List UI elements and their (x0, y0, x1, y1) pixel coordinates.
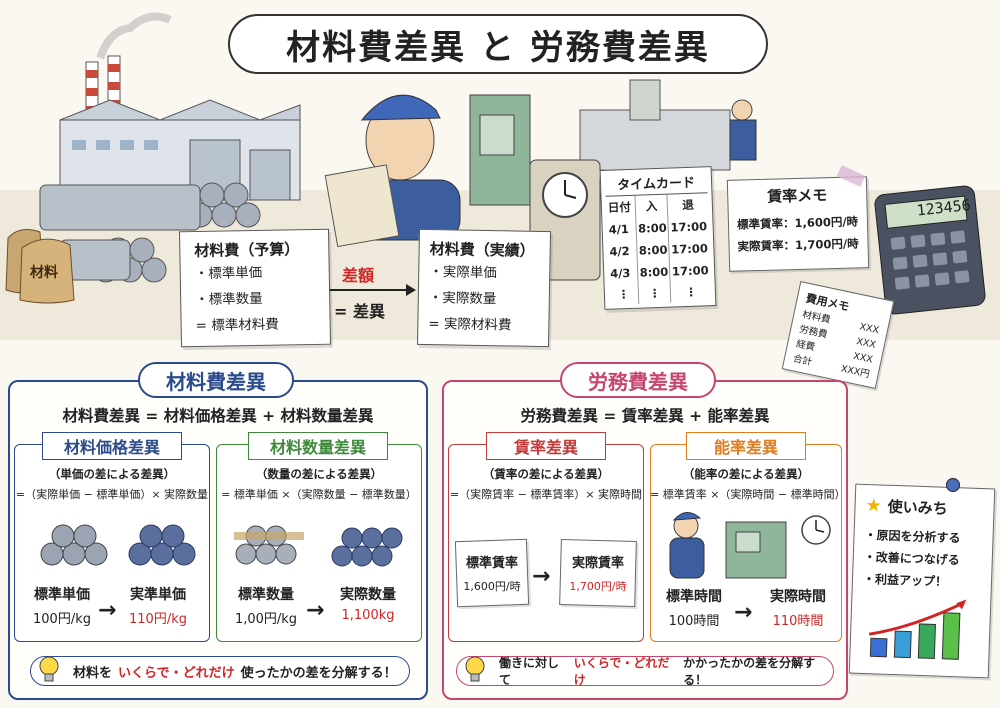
material-quantity-std-value: 1,00円/kg (234, 612, 298, 627)
timecard-cell: 8:00 (636, 216, 669, 240)
budget-item: = 標準材料費 (195, 316, 279, 335)
budget-item: ・標準単価 (194, 264, 263, 283)
material-tip: 材料を いくらで・どれだけ 使ったかの差を分解する！ (30, 656, 410, 686)
material-price-formula: =（実際単価 − 標準単価）× 実際数量 (15, 488, 209, 501)
labor-rate-act-label: 実際賃率 (571, 556, 624, 571)
material-tip-pre: 材料を (73, 665, 113, 681)
timecard-cell: 17:00 (671, 263, 709, 279)
labor-rate-title: 賃率差異 (486, 432, 606, 460)
material-quantity-act-label: 実際数量 (340, 587, 396, 603)
labor-tip-highlight: いくらで・どれだけ (573, 656, 670, 687)
material-tip-post: 使ったかの差を分解する！ (240, 665, 397, 681)
actual-card-title: 材料費（実績） (429, 240, 535, 260)
labor-rate-subtitle: （賃率の差による差異） (482, 467, 610, 481)
rate-memo-title: 賃率メモ (767, 186, 828, 206)
timecard-cell: 8:00 (636, 238, 670, 262)
worker-machine-icon (669, 512, 831, 579)
labor-tip-pre: 働きに対して (499, 656, 560, 687)
labor-section-title: 労務費差異 (560, 362, 716, 398)
timecard-cell: 4/2 (607, 239, 638, 263)
rate-memo-line: 実際賃率：1,700円/時 (737, 236, 859, 254)
pushpin-icon (946, 478, 960, 492)
timecard-cell: 17:00 (671, 241, 709, 257)
material-quantity-act-value: 1,100kg (341, 608, 395, 623)
material-quantity-title: 材料数量差異 (248, 432, 388, 460)
sack-label: 材料 (30, 265, 58, 281)
star-icon: ★ (865, 494, 883, 517)
labor-rate-act-value: 1,700円/時 (569, 580, 627, 593)
usage-item: ・利益アップ！ (862, 571, 948, 589)
labor-formula: 労務費差異 = 賃率差異 + 能率差異 (520, 407, 770, 425)
material-price-std-label: 標準単価 (34, 587, 90, 603)
timecard-header: 退 (682, 197, 695, 213)
material-price-std-value: 100円/kg (33, 612, 91, 627)
labor-rate-act-note (559, 539, 637, 607)
actual-item: ・実際単価 (429, 264, 497, 282)
usage-note: ★ 使いみち ・原因を分析する ・改善につなげる ・利益アップ！ (848, 483, 996, 679)
budget-item: ・標準数量 (195, 290, 263, 309)
timecard-cell: ⋮ (608, 283, 640, 305)
material-price-act-value: 110円/kg (129, 612, 187, 627)
timecard-header: 日付 (605, 195, 637, 219)
cost-memo-key: 合計 (791, 353, 813, 369)
arrow-right-icon: → (734, 600, 753, 625)
labor-efficiency-title: 能率差異 (686, 432, 806, 460)
budget-card: 材料費（予算） ・標準単価 ・標準数量 = 標準材料費 (178, 228, 332, 348)
arrow-right-icon: → (98, 598, 117, 623)
actual-item: = 実際材料費 (428, 316, 512, 334)
labor-efficiency-act-label: 実際時間 (770, 589, 826, 605)
material-quantity-formula: = 標準単価 ×（実際数量 − 標準数量） (221, 488, 417, 501)
page-title: 材料費差異 と 労務費差異 (228, 14, 768, 74)
labor-rate-formula: =（実際賃率 − 標準賃率）× 実際時間 (449, 488, 643, 501)
arrow-right-icon: → (532, 564, 551, 589)
labor-efficiency-std-value: 100時間 (668, 614, 720, 629)
usage-title: 使いみち (887, 497, 949, 518)
labor-rate-std-label: 標準賃率 (465, 556, 518, 571)
labor-efficiency-std-label: 標準時間 (666, 589, 722, 605)
diff-equals: = 差異 (334, 302, 385, 321)
labor-efficiency-formula: = 標準賃率 ×（実際時間 − 標準時間） (650, 488, 846, 501)
labor-tip-post: かかったかの差を分解する！ (683, 656, 816, 687)
material-price-title: 材料価格差異 (42, 432, 182, 460)
actual-item: ・実際数量 (428, 290, 497, 308)
diff-label: 差額 (342, 266, 375, 285)
labor-rate-std-value: 1,600円/時 (463, 580, 521, 593)
budget-card-title: 材料費（予算） (194, 240, 300, 261)
pipe-bundle-icon (234, 525, 403, 567)
lightbulb-icon (39, 656, 59, 682)
growth-chart-icon (868, 599, 967, 660)
labor-rate-std-note (454, 538, 530, 608)
arrow-right-icon: → (306, 598, 325, 623)
labor-efficiency-subtitle: （能率の差による差異） (682, 467, 810, 481)
material-price-subtitle: （単価の差による差異） (48, 467, 176, 481)
material-quantity-subtitle: （数量の差による差異） (255, 467, 383, 481)
material-formula: 材料費差異 = 材料価格差異 + 材料数量差異 (62, 407, 374, 425)
steel-pipes-icon (40, 524, 196, 566)
timecard-cell: 4/1 (606, 217, 637, 241)
material-quantity-std-label: 標準数量 (238, 587, 294, 603)
material-section-title: 材料費差異 (138, 362, 294, 398)
rate-memo-line: 標準賃率：1,600円/時 (736, 214, 859, 232)
labor-tip: 働きに対して いくらで・どれだけ かかったかの差を分解する！ (456, 656, 834, 687)
rate-memo: 賃率メモ 標準賃率：1,600円/時 実際賃率：1,700円/時 (726, 176, 870, 272)
labor-efficiency-act-value: 110時間 (772, 614, 824, 629)
actual-card: 材料費（実績） ・実際単価 ・実際数量 = 実際材料費 (416, 228, 552, 348)
lightbulb-icon (465, 656, 485, 682)
timecard-cell: 4/3 (607, 261, 639, 285)
timecard-cell: 8:00 (637, 260, 671, 284)
usage-header: ★ 使いみち (865, 495, 984, 520)
material-price-act-label: 実準単価 (130, 587, 186, 603)
timecard-cell: ⋮ (685, 284, 698, 300)
material-tip-highlight: いくらで・どれだけ (118, 665, 235, 681)
timecard-cell: 17:00 (670, 219, 708, 235)
timecard-header: 入 (635, 194, 669, 218)
timecard-cell: ⋮ (638, 282, 672, 304)
